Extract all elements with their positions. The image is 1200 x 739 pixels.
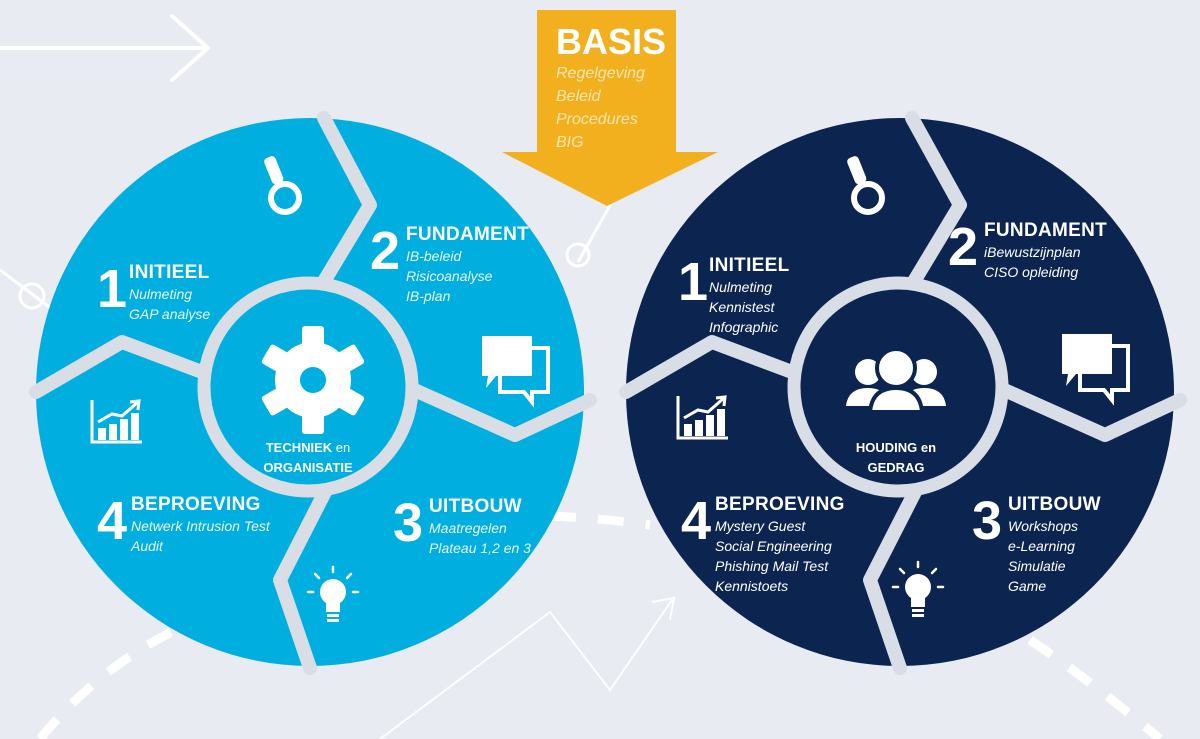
phase-item: iBewustzijnplan <box>984 244 1081 260</box>
top-arrow-icon <box>0 14 212 82</box>
phase-number: 1 <box>97 259 128 319</box>
phase-item: Phishing Mail Test <box>715 558 829 574</box>
phase-items: Netwerk Intrusion Test Audit <box>131 516 270 556</box>
hub-label-bold: HOUDING <box>855 440 918 455</box>
phase-title: UITBOUW <box>1008 494 1101 515</box>
phase-items: Nulmeting GAP analyse <box>129 284 210 324</box>
speech-bubbles-icon <box>482 336 550 408</box>
basis-title: BASIS <box>556 21 667 62</box>
bar-chart-icon <box>90 399 142 444</box>
phase-number: 4 <box>681 491 712 551</box>
phase-item: IB-plan <box>406 288 451 304</box>
phase-items: iBewustzijnplan CISO opleiding <box>984 242 1107 282</box>
phase-title: BEPROEVING <box>131 494 261 515</box>
phase-number: 1 <box>678 252 709 312</box>
right-hub-label: HOUDING en GEDRAG <box>826 438 966 478</box>
phase-number: 3 <box>972 491 1003 551</box>
magnifier-icon <box>847 156 885 215</box>
phase-title: INITIEEL <box>129 262 210 283</box>
hub-label-bold: TECHNIEK <box>265 440 333 455</box>
phase-item: GAP analyse <box>129 306 211 322</box>
phase-number: 2 <box>370 221 401 281</box>
phase-item: Maatregelen <box>429 520 507 536</box>
background-node-center <box>565 242 591 268</box>
phase-items: Maatregelen Plateau 1,2 en 3 <box>429 518 531 558</box>
phase-title: FUNDAMENT <box>406 224 530 245</box>
phase-items: Mystery Guest Social Engineering Phishin… <box>715 516 845 596</box>
phase-item: IB-beleid <box>406 248 462 264</box>
phase-title: UITBOUW <box>429 496 522 517</box>
speech-bubbles-icon <box>1062 334 1130 406</box>
magnifier-icon <box>264 156 302 215</box>
left-separator-bottom <box>273 485 332 675</box>
phase-number: 4 <box>97 491 128 551</box>
left-separator-top <box>313 111 377 295</box>
right-wheel <box>619 111 1187 675</box>
phase-items: Nulmeting Kennistest Infographic <box>709 277 790 337</box>
bottom-arrowhead <box>651 596 676 621</box>
dashed-curve-bottom-right <box>1027 636 1163 739</box>
phase-title: FUNDAMENT <box>984 220 1108 241</box>
phase-item: e-Learning <box>1008 538 1075 554</box>
basis-item: BIG <box>556 134 584 151</box>
dashed-curve-middle <box>549 511 651 530</box>
phase-item: Nulmeting <box>709 279 773 295</box>
phase-item: Game <box>1008 578 1047 594</box>
basis-item: Regelgeving <box>556 65 645 82</box>
gear-icon <box>261 326 365 434</box>
phase-item: Kennistoets <box>715 578 789 594</box>
right-separator-right <box>993 381 1187 442</box>
hub-label-rest: en <box>917 440 937 455</box>
phase-number: 3 <box>393 493 424 553</box>
phase-item: Social Engineering <box>715 538 832 554</box>
people-group-icon <box>846 347 946 414</box>
lightbulb-icon <box>306 565 360 622</box>
right-separator-top <box>903 111 967 295</box>
lightbulb-icon <box>891 560 945 617</box>
bar-chart-icon <box>676 395 728 440</box>
phase-item: Audit <box>131 538 163 554</box>
phase-item: CISO opleiding <box>984 264 1079 280</box>
right-separator-left <box>619 335 807 399</box>
basis-items: Regelgeving Beleid Procedures BIG <box>556 62 666 154</box>
left-hub-label: TECHNIEK en ORGANISATIE <box>238 438 378 478</box>
phase-item: Nulmeting <box>129 286 193 302</box>
hub-label-rest: en <box>332 440 351 455</box>
phase-title: INITIEEL <box>709 255 790 276</box>
phase-number: 2 <box>948 217 979 277</box>
left-separator-right <box>403 381 597 442</box>
hub-label-line2: ORGANISATIE <box>263 460 353 475</box>
phase-item: Mystery Guest <box>715 518 806 534</box>
phase-item: Workshops <box>1008 518 1079 534</box>
hub-label-line2: GEDRAG <box>867 460 925 475</box>
phase-items: Workshops e-Learning Simulatie Game <box>1008 516 1101 596</box>
basis-item: Procedures <box>556 111 638 128</box>
phase-title: BEPROEVING <box>715 494 845 515</box>
background-node-left <box>18 282 46 310</box>
phase-item: Kennistest <box>709 299 775 315</box>
bottom-zigzag-line <box>379 599 673 739</box>
basis-block: BASIS Regelgeving Beleid Procedures BIG <box>556 22 666 154</box>
phase-item: Infographic <box>709 319 779 335</box>
phase-item: Risicoanalyse <box>406 268 493 284</box>
basis-item: Beleid <box>556 88 601 105</box>
right-separator-bottom <box>863 485 922 675</box>
left-separator-left <box>29 335 217 399</box>
basis-arrow <box>502 10 718 206</box>
phase-item: Netwerk Intrusion Test <box>131 518 270 534</box>
phase-items: IB-beleid Risicoanalyse IB-plan <box>406 246 529 306</box>
left-wheel <box>29 111 597 675</box>
phase-item: Plateau 1,2 en 3 <box>429 540 531 556</box>
phase-item: Simulatie <box>1008 558 1066 574</box>
